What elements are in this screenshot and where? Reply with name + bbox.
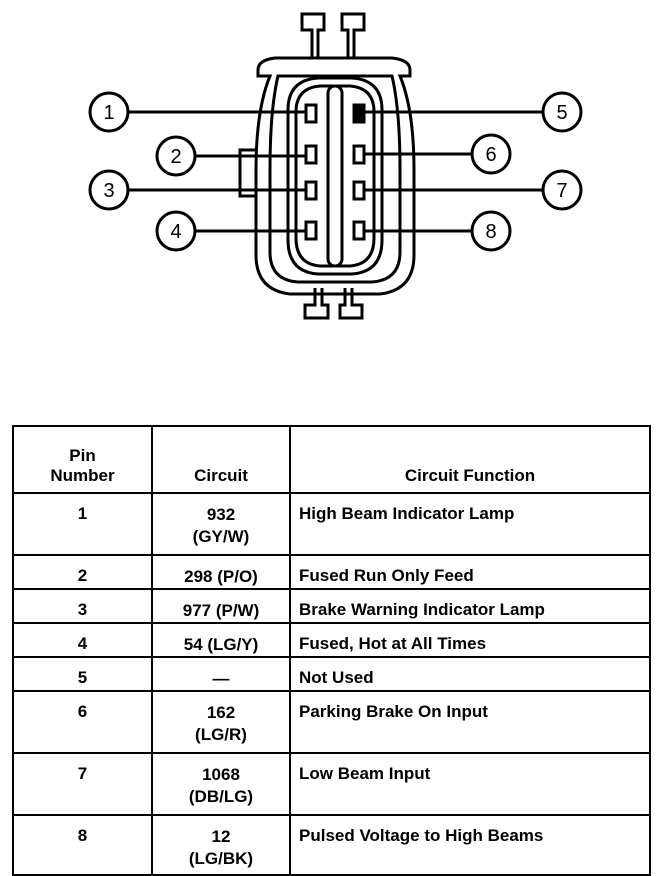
callout-label-4: 4 — [170, 221, 181, 243]
table-row: 8 12 (LG/BK) Pulsed Voltage to High Beam… — [12, 814, 651, 876]
callout-circle-6 — [470, 133, 512, 175]
table-row: 2 298 (P/O) Fused Run Only Feed — [12, 554, 651, 590]
top-latch-right — [340, 12, 366, 58]
pin-terminal-4 — [304, 220, 318, 241]
table-row: 5 — Not Used — [12, 656, 651, 692]
table-row: 1 932 (GY/W) High Beam Indicator Lamp — [12, 492, 651, 556]
function-cell: Not Used — [289, 656, 651, 692]
header-circuit-function: Circuit Function — [289, 425, 651, 494]
table-row: 4 54 (LG/Y) Fused, Hot at All Times — [12, 622, 651, 658]
pin-cell: 6 — [12, 690, 153, 754]
function-cell: Fused Run Only Feed — [289, 554, 651, 590]
circuit-cell: 1068 (DB/LG) — [151, 752, 291, 816]
callout-label-7: 7 — [556, 180, 567, 202]
connector-pinout-diagram: 1 2 3 4 5 6 7 8 — [88, 12, 583, 320]
circuit-cell: 932 (GY/W) — [151, 492, 291, 556]
bottom-latch-left — [303, 288, 330, 320]
callout-label-2: 2 — [170, 146, 181, 168]
callout-label-5: 5 — [556, 102, 567, 124]
pin-cell: 7 — [12, 752, 153, 816]
callout-circle-3 — [88, 169, 130, 211]
function-cell: Parking Brake On Input — [289, 690, 651, 754]
circuit-cell: — — [151, 656, 291, 692]
pin-cell: 4 — [12, 622, 153, 658]
keying-notch — [238, 148, 256, 198]
circuit-cell: 54 (LG/Y) — [151, 622, 291, 658]
header-circuit: Circuit — [151, 425, 291, 494]
callout-circle-5 — [541, 91, 583, 133]
callout-circle-8 — [470, 210, 512, 252]
function-cell: Low Beam Input — [289, 752, 651, 816]
pin-cell: 3 — [12, 588, 153, 624]
function-cell: Fused, Hot at All Times — [289, 622, 651, 658]
pin-terminal-5 — [352, 103, 366, 124]
connector-outer-shell — [254, 56, 416, 296]
pin-cell: 2 — [12, 554, 153, 590]
circuit-cell: 162 (LG/R) — [151, 690, 291, 754]
callout-label-3: 3 — [103, 180, 114, 202]
circuit-cell: 298 (P/O) — [151, 554, 291, 590]
circuit-cell: 977 (P/W) — [151, 588, 291, 624]
callout-circle-2 — [155, 135, 197, 177]
pin-terminal-1 — [304, 103, 318, 124]
function-cell: Brake Warning Indicator Lamp — [289, 588, 651, 624]
pin-terminal-6 — [352, 144, 366, 165]
top-latch-left — [300, 12, 326, 58]
callout-circle-7 — [541, 169, 583, 211]
center-rib — [326, 84, 344, 268]
callout-label-6: 6 — [485, 144, 496, 166]
bottom-latch-right — [338, 288, 364, 320]
callout-label-8: 8 — [485, 221, 496, 243]
table-header-row: Pin Number Circuit Circuit Function — [12, 425, 651, 494]
pin-cell: 5 — [12, 656, 153, 692]
circuit-cell: 12 (LG/BK) — [151, 814, 291, 876]
table-row: 7 1068 (DB/LG) Low Beam Input — [12, 752, 651, 816]
function-cell: Pulsed Voltage to High Beams — [289, 814, 651, 876]
pin-cell: 1 — [12, 492, 153, 556]
callout-circle-1 — [88, 91, 130, 133]
connector-inner-wall — [294, 84, 376, 268]
header-pin-number: Pin Number — [12, 425, 153, 494]
pin-terminal-3 — [304, 180, 318, 201]
pin-terminal-8 — [352, 220, 366, 241]
callout-label-1: 1 — [103, 102, 114, 124]
callout-circle-4 — [155, 210, 197, 252]
table-row: 6 162 (LG/R) Parking Brake On Input — [12, 690, 651, 754]
pin-function-table: Pin Number Circuit Circuit Function 1 93… — [12, 425, 651, 876]
function-cell: High Beam Indicator Lamp — [289, 492, 651, 556]
connector-inner-cavity — [286, 76, 384, 276]
pin-terminal-7 — [352, 180, 366, 201]
connector-middle-shell — [268, 74, 402, 284]
pin-terminal-2 — [304, 144, 318, 165]
table-row: 3 977 (P/W) Brake Warning Indicator Lamp — [12, 588, 651, 624]
pin-cell: 8 — [12, 814, 153, 876]
